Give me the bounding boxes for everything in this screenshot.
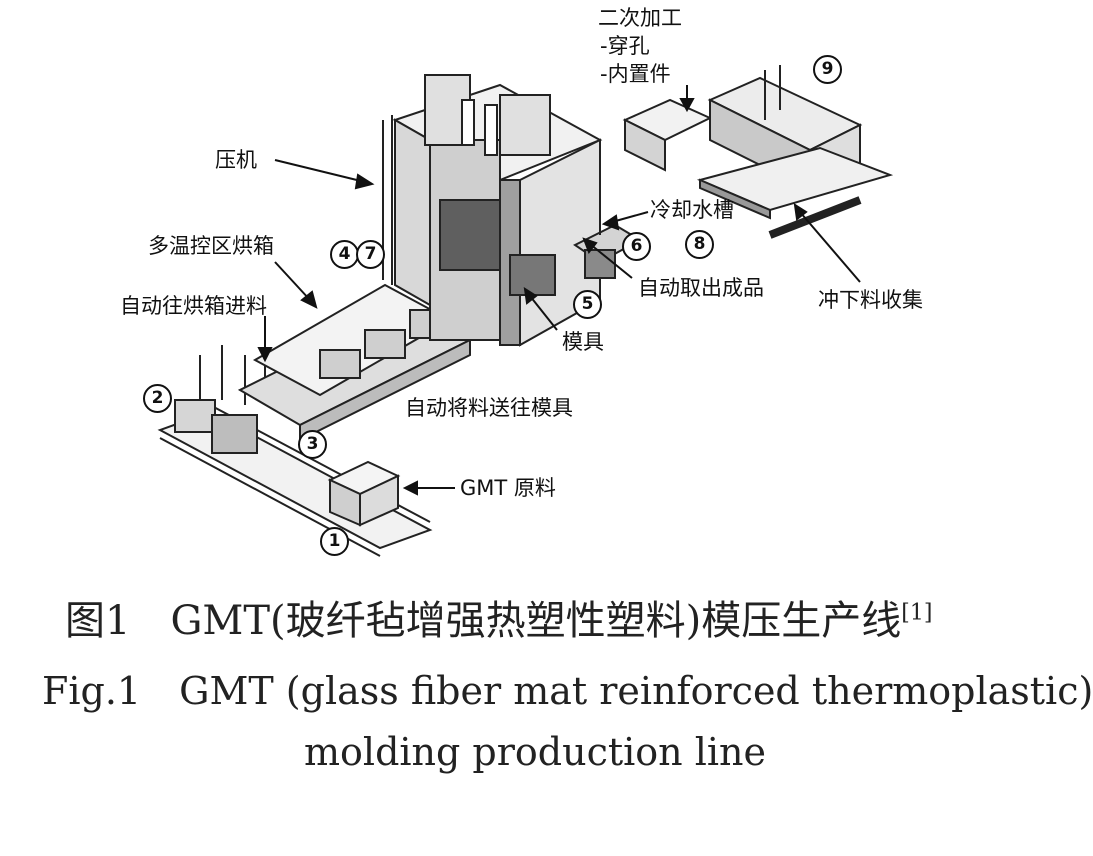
caption-reference: [1] bbox=[901, 600, 933, 626]
arrow-punch bbox=[793, 202, 861, 283]
label-drilling: -穿孔 bbox=[600, 34, 650, 58]
figure-caption-en-line1: Fig.1 GMT (glass fiber mat reinforced th… bbox=[42, 669, 1093, 713]
output-conveyor bbox=[696, 146, 894, 239]
step-marker-1: 1 bbox=[320, 527, 349, 556]
label-gmt-raw: GMT 原料 bbox=[460, 476, 556, 500]
step-marker-5: 5 bbox=[573, 290, 602, 319]
arrow-gmt-raw bbox=[402, 480, 455, 496]
label-press: 压机 bbox=[215, 148, 257, 172]
arrow-auto-feed bbox=[257, 316, 273, 363]
step-marker-9: 9 bbox=[813, 55, 842, 84]
step-marker-4: 4 bbox=[330, 240, 359, 269]
arrow-cooling bbox=[601, 211, 649, 231]
label-secondary-processing: 二次加工 bbox=[598, 6, 682, 30]
step-marker-2: 2 bbox=[143, 384, 172, 413]
label-punch-collect: 冲下料收集 bbox=[818, 288, 923, 312]
step-marker-7: 7 bbox=[356, 240, 385, 269]
figure-caption-en-line2: molding production line bbox=[304, 730, 766, 774]
step-marker-3: 3 bbox=[298, 430, 327, 459]
label-inserts: -内置件 bbox=[600, 62, 671, 86]
multi-zone-oven bbox=[237, 283, 473, 442]
figure-caption-zh: 图1 GMT(玻纤毡增强热塑性塑料)模压生产线[1] bbox=[65, 588, 932, 646]
production-line-drawing bbox=[157, 65, 894, 557]
label-auto-feed-oven: 自动往烘箱进料 bbox=[120, 294, 267, 318]
press-frame bbox=[382, 74, 603, 347]
arrow-auto-remove bbox=[582, 237, 633, 279]
production-line-diagram: 二次加工 -穿孔 -内置件 压机 多温控区烘箱 自动往烘箱进料 冷却水槽 自动取… bbox=[120, 6, 923, 557]
step-marker-6: 6 bbox=[622, 232, 651, 261]
step-marker-8: 8 bbox=[685, 230, 714, 259]
feeding-station bbox=[174, 340, 266, 454]
arrow-mold bbox=[523, 286, 558, 331]
label-mold: 模具 bbox=[562, 330, 604, 354]
gmt-raw-material-box bbox=[327, 460, 401, 527]
label-auto-transfer: 自动将料送往模具 bbox=[405, 396, 573, 420]
arrow-oven bbox=[274, 261, 318, 309]
label-auto-remove: 自动取出成品 bbox=[638, 276, 764, 300]
label-cooling-tank: 冷却水槽 bbox=[650, 198, 734, 222]
arrow-press bbox=[274, 159, 375, 190]
arrow-secondary bbox=[679, 85, 695, 113]
caption-zh-text: 图1 GMT(玻纤毡增强热塑性塑料)模压生产线 bbox=[65, 598, 902, 644]
label-oven: 多温控区烘箱 bbox=[148, 234, 274, 258]
